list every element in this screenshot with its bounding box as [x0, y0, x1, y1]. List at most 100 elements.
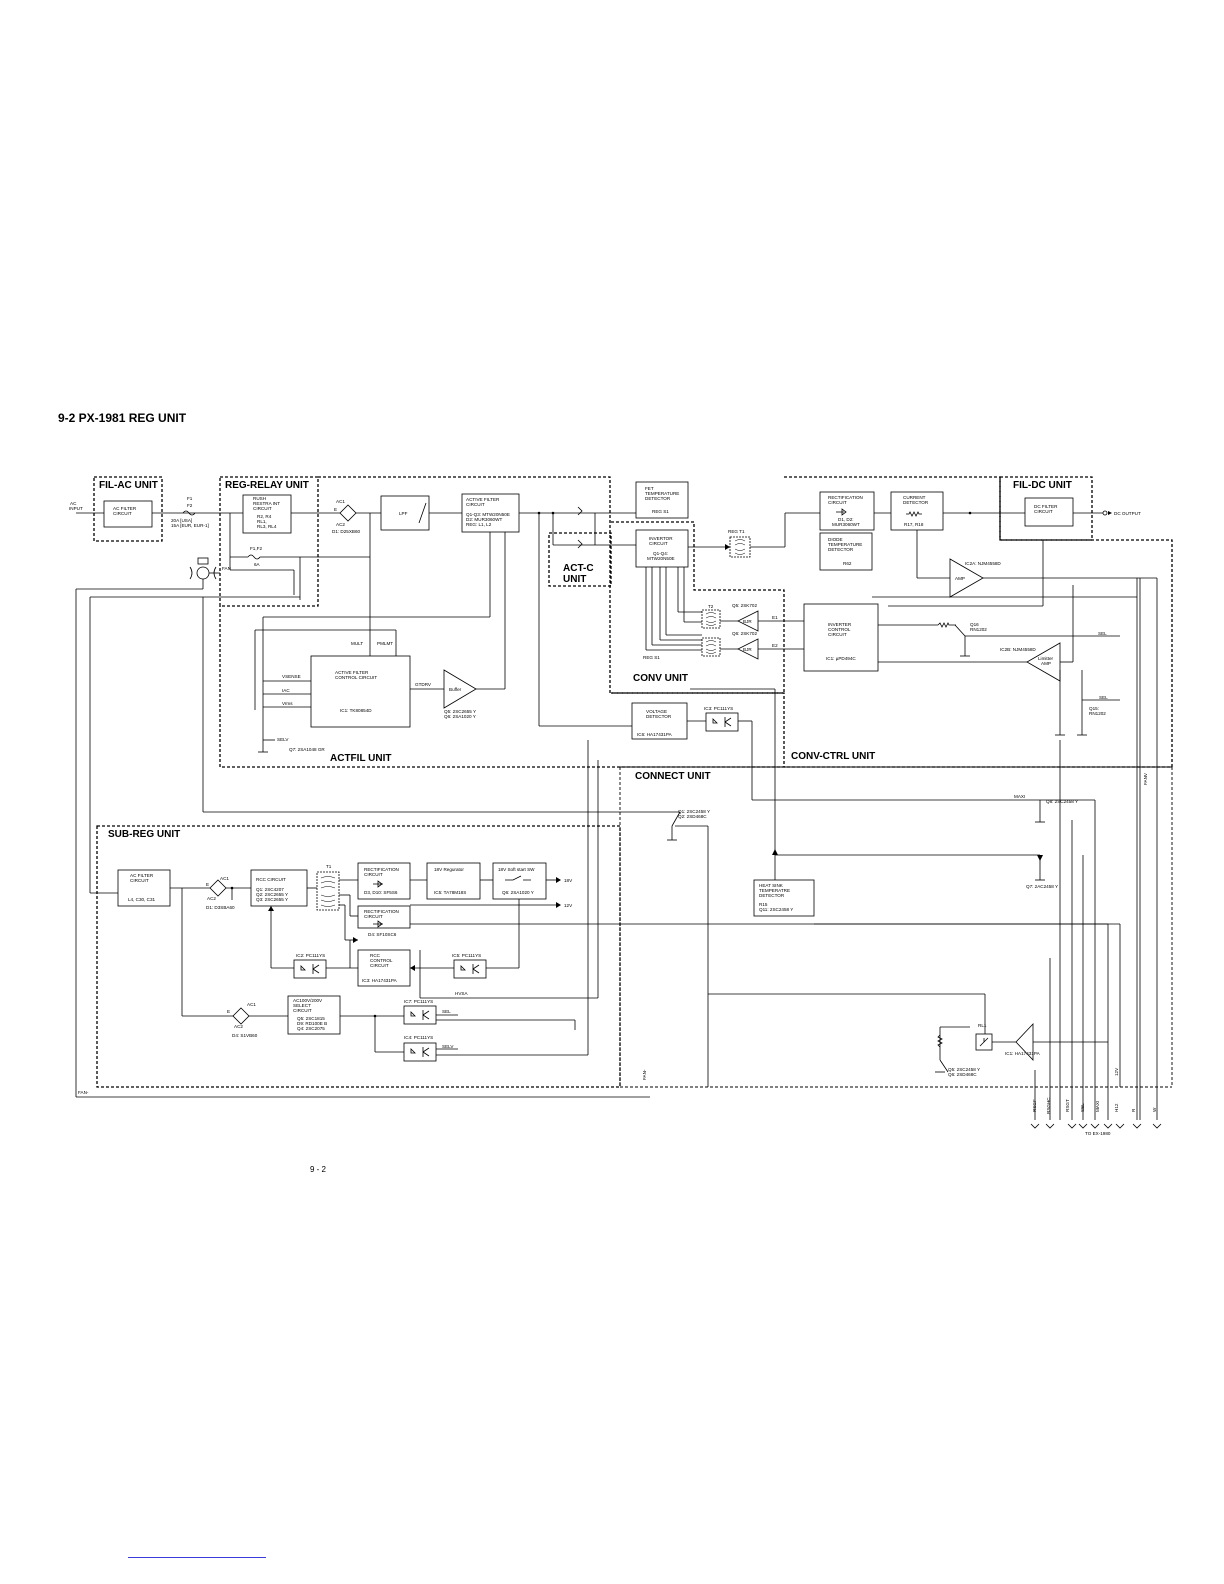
svg-text:Buffer: Buffer: [449, 687, 462, 692]
svg-text:CIRCUIT: CIRCUIT: [370, 963, 389, 968]
transformer-t2-upper: [701, 609, 721, 629]
svg-text:CIRCUIT: CIRCUIT: [466, 502, 485, 507]
svg-text:Q7: 2SA1048 GR: Q7: 2SA1048 GR: [289, 747, 325, 752]
signal-rsgf: RSGF: [1032, 1099, 1037, 1112]
svg-text:MAXI: MAXI: [1014, 794, 1025, 799]
svg-text:RN1202: RN1202: [970, 627, 987, 632]
svg-text:D1, D2:: D1, D2:: [838, 517, 854, 522]
svg-text:CURRENT: CURRENT: [903, 495, 926, 500]
rush-restraint-block: [242, 494, 292, 534]
svg-text:AMP: AMP: [1041, 661, 1051, 666]
svg-text:F2: F2: [187, 503, 193, 508]
svg-text:Q8: 2SC2458 Y: Q8: 2SC2458 Y: [1046, 799, 1078, 804]
fil-dc-unit-label: FIL-DC UNIT: [1013, 480, 1072, 491]
svg-text:TEMPERATRE: TEMPERATRE: [759, 888, 790, 893]
svg-text:12V: 12V: [564, 903, 573, 908]
svg-text:RL1,: RL1,: [257, 519, 267, 524]
svg-text:MULT: MULT: [351, 641, 363, 646]
inverter-control-block: [803, 603, 879, 672]
svg-text:Q2: 2SC2655 Y: Q2: 2SC2655 Y: [256, 892, 288, 897]
svg-text:RECTIFICATION: RECTIFICATION: [364, 909, 399, 914]
svg-text:E2: E2: [772, 643, 778, 648]
page-number: 9 - 2: [310, 1165, 327, 1174]
svg-text:Q6: 2SA1020 Y: Q6: 2SA1020 Y: [444, 714, 476, 719]
svg-text:CIRCUIT: CIRCUIT: [649, 541, 668, 546]
signal-rsghc: RSGHC: [1046, 1097, 1051, 1114]
svg-text:AC FILTER: AC FILTER: [113, 506, 137, 511]
fan-icon: [196, 566, 210, 580]
active-filter-control-block: [310, 655, 411, 728]
svg-text:SELV: SELV: [442, 1044, 454, 1049]
act-c-unit-label: ACT-C: [563, 563, 594, 574]
svg-text:IAC: IAC: [282, 688, 290, 693]
svg-text:VSENSE: VSENSE: [282, 674, 301, 679]
svg-text:RUSH: RUSH: [253, 496, 266, 501]
svg-text:Q5: 2SC1815: Q5: 2SC1815: [297, 1016, 325, 1021]
svg-text:CONTROL CIRCUIT: CONTROL CIRCUIT: [335, 675, 377, 680]
svg-text:IC3: HA17431PA: IC3: HA17431PA: [362, 978, 398, 983]
svg-text:Q1: 2SC4207: Q1: 2SC4207: [256, 887, 284, 892]
svg-text:DETECTOR: DETECTOR: [645, 496, 671, 501]
svg-text:CIRCUIT: CIRCUIT: [130, 878, 149, 883]
svg-text:E: E: [334, 507, 337, 512]
svg-text:IC6: HA17431PA: IC6: HA17431PA: [637, 732, 673, 737]
transformer-t1-sub: [316, 871, 340, 911]
svg-text:Q2: 2SD468C: Q2: 2SD468C: [678, 814, 707, 819]
svg-text:18V: 18V: [564, 878, 573, 883]
voltage-detector-block: [631, 702, 688, 740]
lpf-block: [380, 495, 430, 531]
svg-text:SEL: SEL: [1098, 631, 1107, 636]
svg-text:Q1-Q4:: Q1-Q4:: [653, 551, 668, 556]
svg-text:D4: S1VB60: D4: S1VB60: [232, 1033, 258, 1038]
svg-text:15A [EUR, EUR-1]: 15A [EUR, EUR-1]: [171, 523, 209, 528]
svg-text:D4: SF10SC6: D4: SF10SC6: [368, 932, 397, 937]
fet-temp-detector-block: [635, 481, 689, 519]
svg-text:AC1: AC1: [336, 499, 345, 504]
svg-text:Q6: 2SA1020 Y: Q6: 2SA1020 Y: [502, 890, 534, 895]
footer-link-underline: [128, 1557, 266, 1558]
svg-text:DETECTOR: DETECTOR: [759, 893, 785, 898]
fan-minus-label: FAN-: [78, 1090, 89, 1095]
svg-text:Q3: 2SC2655 Y: Q3: 2SC2655 Y: [256, 897, 288, 902]
svg-text:CIRCUIT: CIRCUIT: [364, 872, 383, 877]
signal-r: R: [1131, 1108, 1136, 1112]
svg-text:R2, R4: R2, R4: [257, 514, 272, 519]
soft-start-block: [492, 862, 547, 900]
sub-reg-unit-label: SUB-REG UNIT: [108, 829, 180, 840]
diode-temp-detector-block: [819, 532, 873, 571]
conv-unit-border: [611, 521, 785, 694]
svg-text:CIRCUIT: CIRCUIT: [828, 500, 847, 505]
rectification-main-block: [819, 491, 875, 531]
svg-text:REG T1: REG T1: [728, 529, 745, 534]
transformer-t2-lower: [701, 637, 721, 657]
svg-text:IC1: HA17431PA: IC1: HA17431PA: [1005, 1051, 1041, 1056]
svg-text:LPF: LPF: [399, 511, 408, 516]
v12-vertical-label: 12V: [1114, 1067, 1119, 1076]
svg-text:IC4: PC111YS: IC4: PC111YS: [404, 1035, 433, 1040]
heat-sink-detector-block: [753, 879, 815, 917]
svg-text:Q16: Q16: [970, 622, 979, 627]
actfil-unit-border: [219, 476, 785, 768]
svg-text:CIRCUIT: CIRCUIT: [113, 511, 132, 516]
svg-text:MUR3060WT: MUR3060WT: [832, 522, 860, 527]
fil-ac-unit-label: FIL-AC UNIT: [99, 480, 158, 491]
svg-text:INVERTOR: INVERTOR: [649, 536, 673, 541]
svg-text:AC1: AC1: [220, 876, 229, 881]
svg-text:Q6: 2SD468C: Q6: 2SD468C: [948, 1072, 977, 1077]
svg-text:Q5: 2SC2458 Y: Q5: 2SC2458 Y: [948, 1067, 980, 1072]
svg-text:CIRCUIT: CIRCUIT: [828, 632, 847, 637]
svg-text:FET: FET: [645, 486, 654, 491]
svg-text:IC1: µPD494C: IC1: µPD494C: [826, 656, 856, 661]
svg-text:BJR: BJR: [743, 619, 752, 624]
signal-maxi: MAXI: [1095, 1101, 1100, 1112]
svg-text:ACTIVE FILTER: ACTIVE FILTER: [466, 497, 500, 502]
bridge-rectifier-d1: [339, 504, 357, 522]
svg-text:INVERTER: INVERTER: [828, 622, 852, 627]
fuse-symbol: [182, 510, 196, 516]
svg-text:AMP: AMP: [955, 576, 965, 581]
svg-text:DETECTOR: DETECTOR: [828, 547, 854, 552]
invertor-circuit-block: [635, 529, 689, 568]
svg-text:R62: R62: [843, 561, 852, 566]
connect-unit-label: CONNECT UNIT: [635, 771, 711, 782]
svg-text:IC3: PC111YS: IC3: PC111YS: [704, 706, 733, 711]
